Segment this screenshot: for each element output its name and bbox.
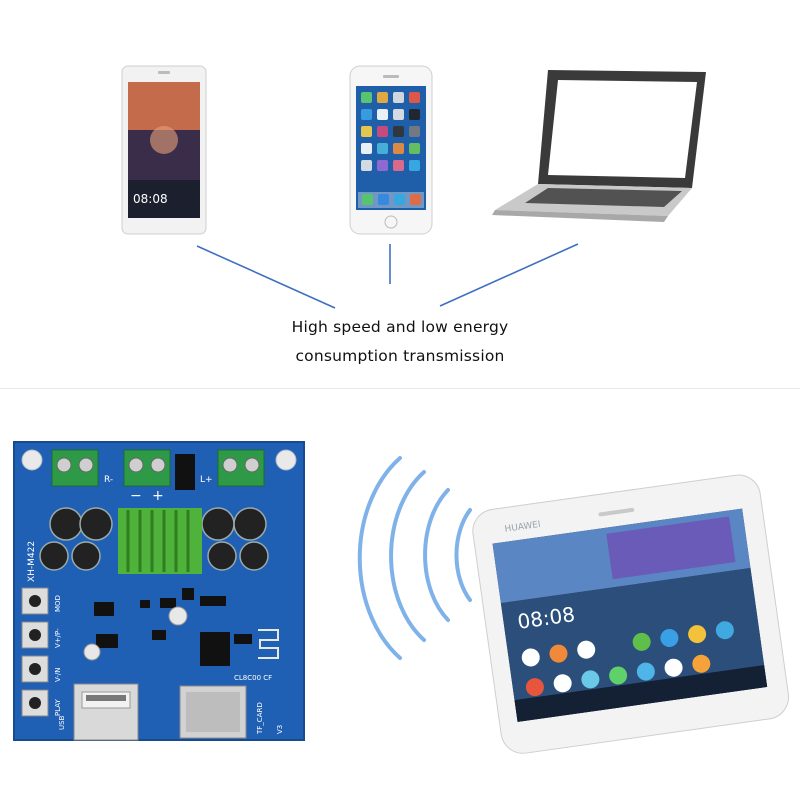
speaker-terminal-left (51, 449, 99, 487)
version-label: V3 (276, 725, 284, 734)
caption-line-2: consumption transmission (295, 347, 505, 365)
speaker-terminal-right (217, 449, 265, 487)
button-label-4: PLAY (54, 698, 62, 716)
iphone-icon (349, 65, 433, 235)
board-model-label: XH-M422 (27, 541, 37, 582)
laptop-icon (492, 70, 706, 222)
board-buttons (21, 587, 49, 717)
usb-label: USB (58, 715, 66, 730)
android-phone-icon: 08:08 (121, 65, 207, 235)
capacitors (39, 507, 269, 571)
button-label-3: V-/N (54, 668, 62, 683)
smd-components (94, 588, 252, 666)
button-label-2: V+/P- (54, 628, 62, 648)
usb-port (73, 683, 139, 741)
devices-illustration: 08:08 (121, 65, 706, 309)
chip-label: CL8C00 CF (234, 674, 272, 682)
section-divider (0, 388, 800, 389)
huawei-phone-icon: 08:08 HUAWEI (472, 474, 790, 754)
tf-card-label: TF_CARD (256, 702, 264, 735)
caption-line-1: High speed and low energy (291, 318, 509, 336)
phone-clock-text: 08:08 (133, 192, 168, 206)
amplifier-board: R- − + L+ XH-M422 (13, 441, 305, 741)
connection-lines (196, 243, 579, 309)
board-and-phone-illustration: R- − + L+ XH-M422 (13, 441, 790, 754)
button-label-1: MOD (54, 595, 62, 612)
power-plus-label: + (152, 488, 164, 504)
terminal-label-right: L+ (200, 475, 213, 485)
app-icons (521, 621, 734, 697)
terminal-label-left: R- (104, 475, 113, 485)
wireless-signal-icon (357, 456, 472, 660)
heatsink (118, 508, 202, 574)
phone-brand-label: HUAWEI (504, 520, 541, 535)
tf-card-slot (179, 685, 247, 739)
power-minus-label: − (130, 488, 142, 504)
power-terminal (123, 449, 171, 487)
